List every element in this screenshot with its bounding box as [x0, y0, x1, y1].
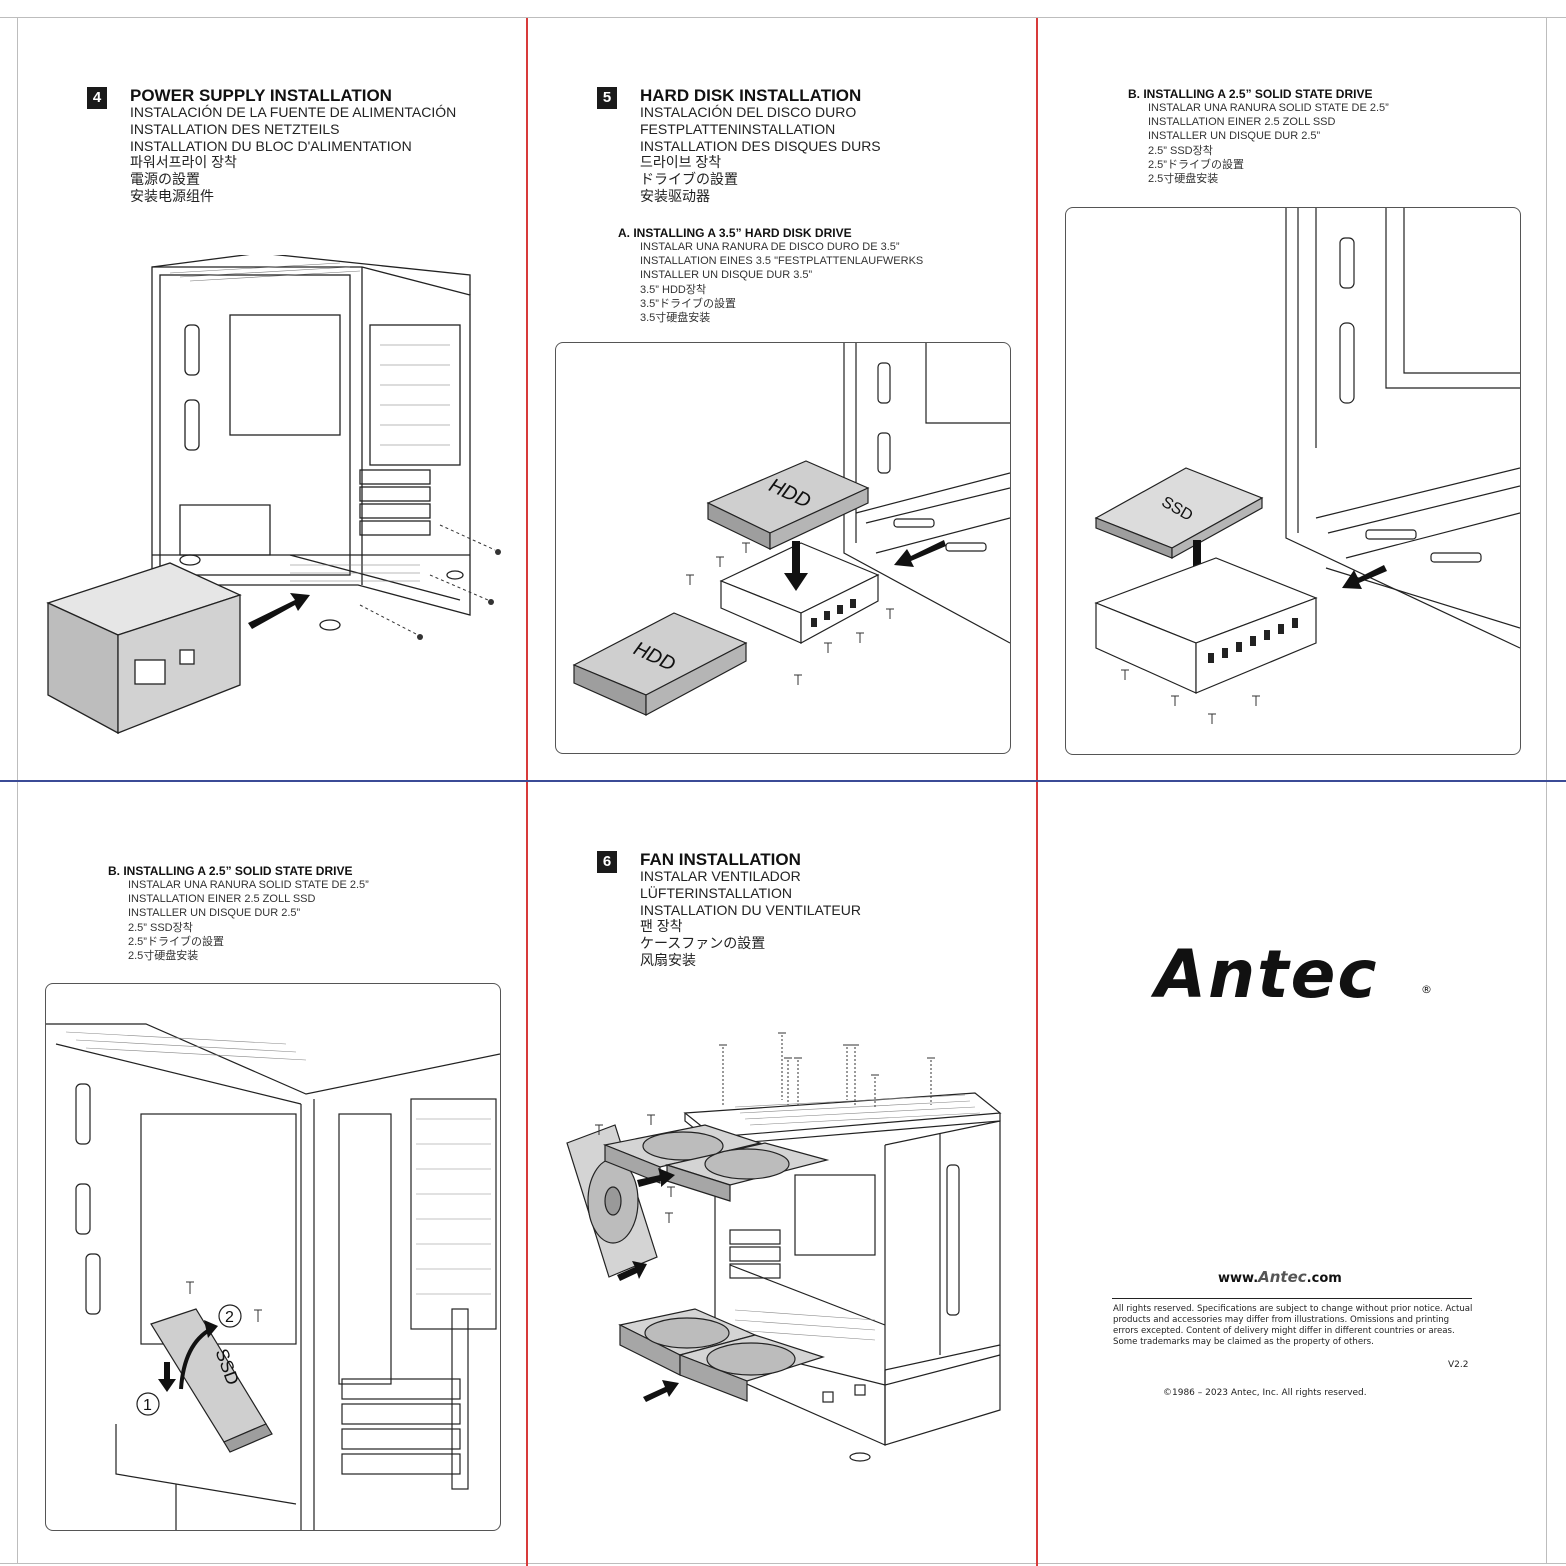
website-url: www.Antec.com: [1218, 1268, 1342, 1286]
trim-line-left: [17, 17, 18, 1563]
psu-line: 파워서프라이 장착: [130, 154, 237, 171]
step-2-label: 2: [225, 1309, 234, 1326]
subsection-heading-hdd-a: A. INSTALLING A 3.5” HARD DISK DRIVE: [618, 226, 852, 240]
hdd-a-line: 3.5”ドライブの設置: [640, 297, 736, 310]
website-prefix: www.: [1218, 1271, 1259, 1286]
hdd-a-line: INSTALLATION EINES 3.5 "FESTPLATTENLAUFW…: [640, 255, 924, 268]
fold-line-vertical-1: [526, 18, 528, 1566]
ssd-top-illustration-frame: SSD: [1065, 207, 1521, 755]
ssd-top-line: INSTALAR UNA RANURA SOLID STATE DE 2.5”: [1148, 102, 1389, 114]
section-number-hdd: 5: [597, 87, 617, 109]
trim-line-right: [1546, 17, 1547, 1563]
psu-line: 安装电源组件: [130, 187, 214, 204]
hdd-a-line: 3.5寸硬盘安装: [640, 312, 711, 325]
ssd-top-line: 2.5”ドライブの設置: [1148, 158, 1244, 171]
ssd-top-line: INSTALLER UN DISQUE DUR 2.5”: [1148, 130, 1321, 143]
ssd-bottom-line: 2.5寸硬盘安装: [128, 950, 199, 963]
hdd-line: FESTPLATTENINSTALLATION: [640, 120, 836, 137]
fan-line: LÜFTERINSTALLATION: [640, 884, 792, 901]
fan-line: INSTALAR VENTILADOR: [640, 868, 801, 884]
hdd-installation-illustration: HDD HDD: [572, 343, 1010, 717]
psu-line: INSTALLATION DES NETZTEILS: [130, 120, 340, 137]
section-title-fan: FAN INSTALLATION: [640, 850, 801, 869]
hdd-line: 드라이브 장착: [640, 154, 722, 171]
hdd-line: ドライブの設置: [640, 171, 738, 188]
website-brand: Antec: [1258, 1268, 1307, 1286]
ssd-bottom-line: INSTALLER UN DISQUE DUR 2.5”: [128, 907, 301, 920]
trim-line-top: [0, 17, 1566, 18]
copyright-notice: ©1986 – 2023 Antec, Inc. All rights rese…: [1163, 1388, 1367, 1398]
fan-line: INSTALLATION DU VENTILATEUR: [640, 901, 861, 918]
section-lines-fan: INSTALAR VENTILADOR LÜFTERINSTALLATION I…: [640, 868, 861, 969]
subsection-heading-ssd-top: B. INSTALLING A 2.5” SOLID STATE DRIVE: [1128, 87, 1373, 101]
ssd-top-line: 2.5” SSD장착: [1148, 144, 1213, 157]
hdd-line: INSTALACIÓN DEL DISCO DURO: [640, 104, 857, 120]
fan-installation-illustration: [566, 1032, 1002, 1462]
legal-notice: All rights reserved. Specifications are …: [1113, 1304, 1473, 1347]
subsection-lines-ssd-bottom: INSTALAR UNA RANURA SOLID STATE DE 2.5” …: [128, 878, 369, 963]
section-title-psu: POWER SUPPLY INSTALLATION: [130, 86, 392, 105]
fold-line-vertical-2: [1036, 18, 1038, 1566]
ssd-top-installation-illustration: SSD: [1094, 208, 1520, 724]
ssd-top-line: INSTALLATION EINER 2.5 ZOLL SSD: [1148, 116, 1336, 129]
ssd-bottom-line: INSTALLATION EINER 2.5 ZOLL SSD: [128, 893, 316, 906]
version-label: V2.2: [1448, 1360, 1469, 1370]
fan-line: ケースファンの設置: [640, 935, 766, 952]
website-suffix: .com: [1306, 1271, 1342, 1286]
divider-line: [1112, 1298, 1472, 1299]
psu-line: 電源の設置: [130, 171, 200, 188]
ssd-top-line: 2.5寸硬盘安装: [1148, 173, 1219, 186]
section-title-hdd: HARD DISK INSTALLATION: [640, 86, 862, 105]
psu-line: INSTALACIÓN DE LA FUENTE DE ALIMENTACIÓN: [130, 104, 457, 120]
step-1-label: 1: [143, 1397, 152, 1414]
antec-logo-text: Antec: [1155, 936, 1379, 1013]
hdd-line: INSTALLATION DES DISQUES DURS: [640, 137, 881, 154]
trim-line-bottom: [0, 1563, 1566, 1564]
psu-line: INSTALLATION DU BLOC D'ALIMENTATION: [130, 137, 412, 154]
section-lines-hdd: INSTALACIÓN DEL DISCO DURO FESTPLATTENIN…: [640, 104, 881, 205]
fan-line: 风扇安装: [640, 951, 696, 968]
fold-line-horizontal: [0, 780, 1566, 782]
registered-mark: ®: [1421, 983, 1432, 996]
section-number-psu: 4: [87, 87, 107, 109]
ssd-bottom-line: INSTALAR UNA RANURA SOLID STATE DE 2.5”: [128, 879, 369, 891]
subsection-lines-hdd-a: INSTALAR UNA RANURA DE DISCO DURO DE 3.5…: [640, 240, 923, 325]
ssd-bottom-installation-illustration: SSD 2 1: [46, 1023, 500, 1530]
ssd-bottom-line: 2.5”ドライブの設置: [128, 935, 224, 948]
hdd-illustration-frame: HDD HDD: [555, 342, 1011, 754]
hdd-a-line: INSTALAR UNA RANURA DE DISCO DURO DE 3.5…: [640, 241, 900, 253]
ssd-bottom-illustration-frame: SSD 2 1: [45, 983, 501, 1531]
hdd-line: 安装驱动器: [640, 187, 710, 204]
subsection-heading-ssd-bottom: B. INSTALLING A 2.5” SOLID STATE DRIVE: [108, 864, 353, 878]
section-number-fan: 6: [597, 851, 617, 873]
hdd-a-line: INSTALLER UN DISQUE DUR 3.5”: [640, 269, 813, 282]
section-lines-psu: INSTALACIÓN DE LA FUENTE DE ALIMENTACIÓN…: [130, 104, 456, 205]
psu-installation-illustration: [46, 255, 501, 735]
fan-line: 팬 장착: [640, 918, 683, 935]
hdd-a-line: 3.5” HDD장착: [640, 283, 707, 296]
antec-logo: Antec ®: [1155, 935, 1440, 1015]
ssd-bottom-line: 2.5” SSD장착: [128, 921, 193, 934]
subsection-lines-ssd-top: INSTALAR UNA RANURA SOLID STATE DE 2.5” …: [1148, 101, 1389, 186]
